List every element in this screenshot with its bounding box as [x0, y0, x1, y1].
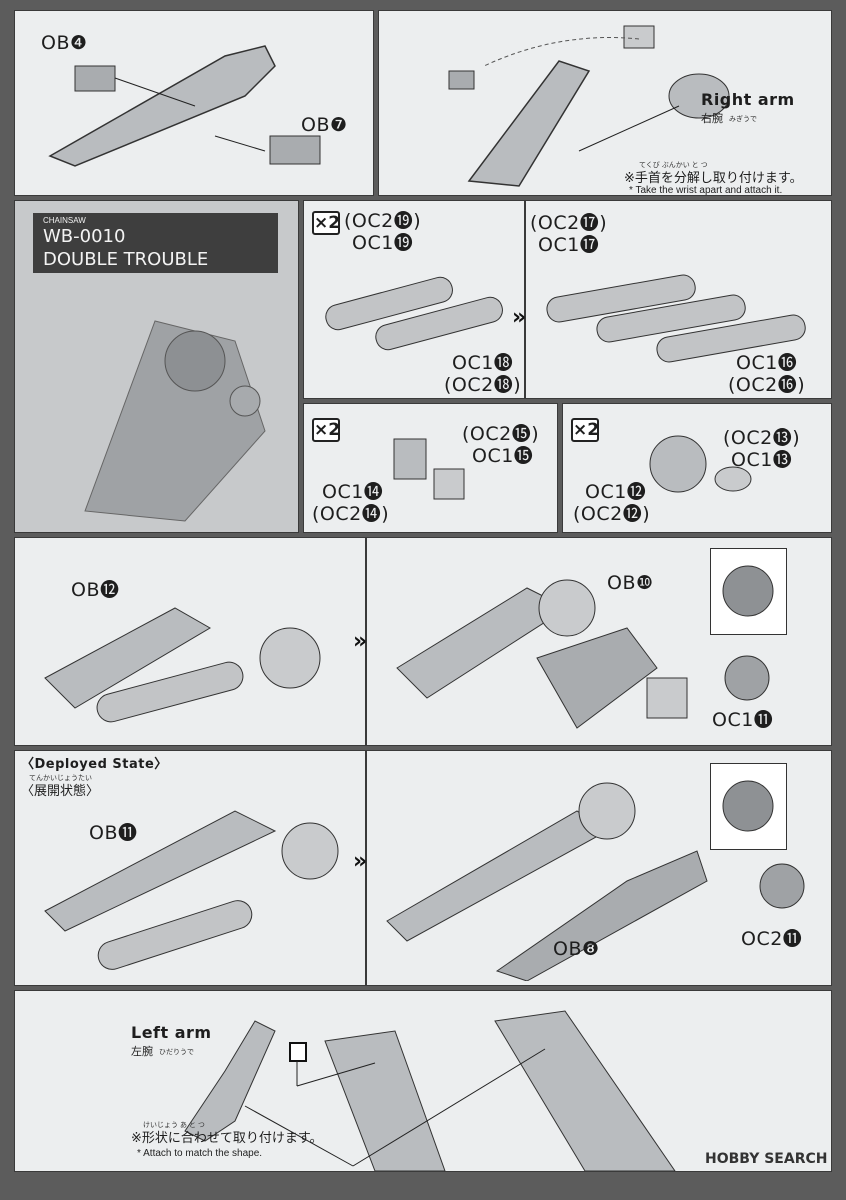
step-panel-left-arm: Left arm 左腕 ひだりうで けいじょう あ と つ ※形状に合わせて取り… [14, 990, 832, 1172]
wrist-note-en: * Take the wrist apart and attach it. [629, 185, 783, 196]
left-arm-illustration [115, 1001, 815, 1171]
part-label: (OC2⓱) [530, 212, 608, 234]
part-label: OC1⓬ [585, 481, 647, 503]
part-label-ob11: OB⓫ [89, 822, 138, 844]
deployed-state-title-jp: 〈展開状態〉 [21, 784, 100, 799]
deployed-body-illustration [35, 791, 355, 981]
chainsaw-body-illustration [35, 588, 355, 738]
part-label: (OC2⓰) [728, 374, 806, 396]
step-panel-gear-b: ×2 (OC2⓭) OC1⓭ OC1⓬ (OC2⓬) [562, 403, 832, 533]
part-label: OC1⓲ [452, 352, 514, 374]
wrist-note-jp: ※手首を分解し取り付けます。 [624, 171, 803, 186]
right-arm-label-jp: 右腕 [701, 112, 723, 125]
step-panel-right-arm: Right arm 右腕 みぎうで てくび ぶんかい と つ ※手首を分解し取り… [378, 10, 832, 196]
quantity-badge: ×2 [312, 418, 341, 442]
part-label: (OC2⓭) [723, 427, 801, 449]
hobby-search-watermark: HOBBY SEARCH [705, 1151, 828, 1167]
next-arrow-icon: » [353, 849, 368, 874]
deployed-state-ruby: てんかいじょうたい [29, 775, 92, 782]
gear-illustration [722, 648, 772, 708]
part-label: (OC2⓯) [462, 423, 540, 445]
part-label-ob10: OB❿ [607, 572, 654, 594]
part-label: (OC2⓮) [312, 503, 390, 525]
left-arm-label-jp: 左腕 [131, 1045, 153, 1058]
part-label-ob4: OB❹ [41, 32, 88, 54]
part-label-oc2-11: OC2⓫ [741, 928, 803, 950]
wrist-note-ruby: てくび ぶんかい と つ [639, 162, 708, 169]
part-label: (OC2⓳) [344, 210, 422, 232]
step-panel-chainsaw-body: OB⓬ [14, 537, 366, 746]
part-label-ob7: OB❼ [301, 114, 348, 136]
next-arrow-icon: » [353, 629, 368, 654]
step-panel-track-assembly: (OC2⓱) OC1⓱ OC1⓰ (OC2⓰) [525, 200, 832, 399]
part-label: OC1⓯ [472, 445, 534, 467]
shape-note-jp: ※形状に合わせて取り付けます。 [131, 1131, 323, 1146]
part-label: OC1⓮ [322, 481, 384, 503]
part-label: OC1⓱ [538, 234, 600, 256]
part-label: (OC2⓲) [444, 374, 522, 396]
track-link-illustration [314, 261, 514, 351]
part-label: OC1⓭ [731, 449, 793, 471]
step-panel-gear-a: ×2 (OC2⓯) OC1⓯ OC1⓮ (OC2⓮) [303, 403, 558, 533]
step-panel-weapon-assembly: OB❹ OB❼ [14, 10, 374, 196]
chainsaw-illustration [35, 281, 285, 531]
gear-detail-inset [710, 763, 787, 850]
next-arrow-icon: » [512, 305, 527, 330]
right-arm-ruby: みぎうで [729, 116, 757, 123]
rifle-part-illustration [35, 26, 365, 186]
quantity-badge: ×2 [312, 211, 341, 235]
step-panel-chainsaw-attach: OB❿ OC1⓫ [366, 537, 832, 746]
deployed-state-title: 〈Deployed State〉 [21, 757, 168, 772]
wheel-part-illustration [648, 424, 758, 504]
step-panel-track-links: ×2 (OC2⓳) OC1⓳ OC1⓲ (OC2⓲) [303, 200, 525, 399]
part-label-ob8: OB❽ [553, 938, 600, 960]
part-label: (OC2⓬) [573, 503, 651, 525]
shape-note-en: * Attach to match the shape. [137, 1148, 263, 1159]
left-arm-label: Left arm [131, 1023, 212, 1042]
gear-illustration [757, 856, 807, 916]
step-panel-deployed-attach: OB❽ OC2⓫ [366, 750, 832, 986]
gear-part-illustration [389, 434, 469, 504]
shape-note-ruby: けいじょう あ と つ [143, 1122, 205, 1129]
deployed-assembly-illustration [377, 771, 717, 981]
part-label-ob12: OB⓬ [71, 579, 120, 601]
weapon-code: WB-0010 [43, 226, 126, 247]
gear-detail-inset [710, 548, 787, 635]
weapon-name: DOUBLE TROUBLE [43, 249, 209, 270]
part-label: OC1⓰ [736, 352, 798, 374]
step-panel-deployed-body: 〈Deployed State〉 てんかいじょうたい 〈展開状態〉 OB⓫ [14, 750, 366, 986]
track-assembly-illustration [536, 256, 826, 366]
left-arm-ruby: ひだりうで [159, 1049, 194, 1056]
right-arm-illustration [409, 21, 739, 191]
chainsaw-assembly-illustration [387, 558, 707, 738]
weapon-card: CHAINSAW WB-0010 DOUBLE TROUBLE [14, 200, 299, 533]
quantity-badge: ×2 [571, 418, 600, 442]
right-arm-label: Right arm [701, 90, 795, 109]
part-label-oc1-11: OC1⓫ [712, 709, 774, 731]
part-label: OC1⓳ [352, 232, 414, 254]
weapon-category: CHAINSAW [43, 216, 86, 225]
weapon-title-box: CHAINSAW WB-0010 DOUBLE TROUBLE [33, 213, 278, 273]
